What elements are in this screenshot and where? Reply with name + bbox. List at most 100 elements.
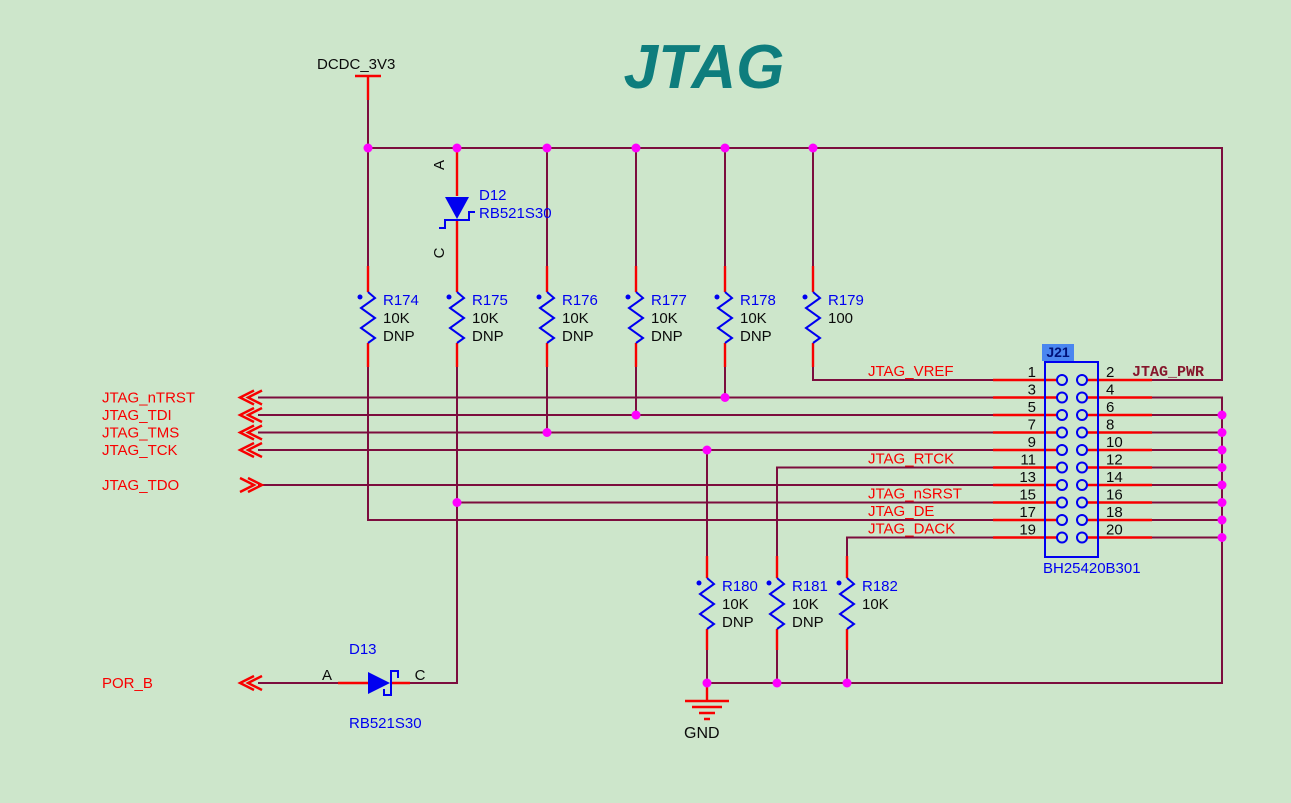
pin-circle[interactable] (1076, 479, 1088, 491)
port-jtag-tdo[interactable]: JTAG_TDO (102, 476, 265, 494)
stub-left-pins[interactable] (993, 378, 1057, 539)
power-port-dcdc-3v3[interactable]: DCDC_3V3 (317, 56, 395, 73)
wire-col-r175-nsrst[interactable] (410, 367, 993, 684)
resistor-ref: R178 (740, 292, 776, 309)
junction-dot (1217, 428, 1227, 437)
wire-col-r179-vref[interactable] (812, 148, 993, 381)
resistor-r182[interactable]: R182 10K (836, 577, 898, 630)
port-label: JTAG_TDO (102, 477, 179, 494)
resistor-r174[interactable]: R174 10K DNP (357, 291, 419, 345)
junction-dot (542, 428, 552, 437)
wire-dack-branch[interactable] (846, 536, 993, 557)
net-label-jtag-dack[interactable]: JTAG_DACK (868, 521, 955, 538)
port-jtag-tdi[interactable]: JTAG_TDI (102, 406, 263, 424)
net-label-jtag-pwr[interactable]: JTAG_PWR (1132, 364, 1204, 381)
stub-right-pins[interactable] (1087, 378, 1152, 539)
resistor-body (538, 291, 556, 344)
resistor-r176[interactable]: R176 10K DNP (536, 291, 598, 345)
pin-circle[interactable] (1056, 531, 1068, 544)
net-label-jtag-rtck[interactable]: JTAG_RTCK (868, 451, 954, 468)
resistor-ref: R179 (828, 292, 864, 309)
pin-circle[interactable] (1056, 479, 1068, 491)
resistor-r180[interactable]: R180 10K DNP (696, 577, 758, 631)
port-jtag-ntrst[interactable]: JTAG_nTRST (102, 389, 263, 407)
stub-power[interactable] (355, 74, 381, 100)
net-label-jtag-nsrst[interactable]: JTAG_nSRST (868, 486, 962, 503)
pin-circle[interactable] (1076, 391, 1088, 404)
wire-even-pin-rows[interactable] (1152, 414, 1222, 539)
connector-ref[interactable]: J21 (1046, 344, 1070, 360)
pin-circle[interactable] (1056, 496, 1068, 509)
junction-dot (808, 143, 818, 153)
wire-rtck-branch[interactable] (776, 466, 993, 557)
stub-resistor-tops[interactable] (366, 266, 815, 292)
gnd-symbol[interactable]: GND (684, 699, 729, 742)
pin-circle[interactable] (1076, 531, 1088, 544)
pin-circle[interactable] (1056, 461, 1068, 474)
pin-circle[interactable] (1056, 514, 1068, 526)
resistor-ref: R177 (651, 292, 687, 309)
resistor-value: 10K (562, 310, 589, 327)
resistor-note: DNP (722, 614, 754, 631)
junction-dot (702, 678, 712, 688)
junction-dot (720, 393, 730, 402)
junction-dot (631, 143, 641, 153)
diode-d12[interactable]: D12 RB521S30 A C (431, 160, 552, 258)
wire-col-r174-de[interactable] (367, 148, 993, 521)
port-jtag-tck[interactable]: JTAG_TCK (102, 441, 263, 459)
pin-circle[interactable] (1076, 444, 1088, 456)
pin-circle[interactable] (1076, 426, 1088, 439)
pin-number: 14 (1106, 469, 1123, 486)
wire-gnd-bus[interactable] (707, 396, 1223, 684)
wire-3v3-bus[interactable] (367, 100, 1223, 381)
pin-circle[interactable] (1076, 409, 1088, 421)
pin-circle[interactable] (1076, 514, 1088, 526)
resistor-r181[interactable]: R181 10K DNP (766, 577, 828, 631)
net-label-jtag-vref[interactable]: JTAG_VREF (868, 363, 954, 380)
chevron-in-icon (237, 424, 263, 441)
connector-pin-circles (1056, 374, 1088, 544)
connector-j21[interactable]: J21 1 2 3 4 5 6 7 8 9 10 11 (1019, 344, 1141, 577)
chevron-out-icon (239, 476, 265, 494)
pin-circle[interactable] (1056, 444, 1068, 456)
resistor-value: 10K (472, 310, 499, 327)
stub-resistor-bottoms[interactable] (366, 343, 815, 367)
resistor-body (698, 577, 716, 630)
cathode-pin-label: C (415, 667, 426, 684)
connector-part-number[interactable]: BH25420B301 (1043, 560, 1141, 577)
pin-circle[interactable] (1056, 426, 1068, 439)
resistor-r179[interactable]: R179 100 (802, 291, 864, 344)
junction-dot (1217, 410, 1227, 420)
resistor-r177[interactable]: R177 10K DNP (625, 291, 687, 345)
anode-pin-label: A (431, 160, 448, 170)
resistor-r175[interactable]: R175 10K DNP (446, 291, 508, 345)
pin-circle[interactable] (1076, 374, 1088, 386)
pin-circle[interactable] (1076, 496, 1088, 509)
pin-number: 13 (1019, 469, 1036, 486)
resistor-ref: R176 (562, 292, 598, 309)
sheet-title[interactable]: JTAG (624, 33, 785, 102)
port-jtag-tms[interactable]: JTAG_TMS (102, 424, 263, 442)
resistor-ref: R180 (722, 578, 758, 595)
resistor-r178[interactable]: R178 10K DNP (714, 291, 776, 345)
diode-d13[interactable]: D13 RB521S30 A C (322, 641, 426, 732)
resistor-value: 100 (828, 310, 853, 327)
junction-dot (720, 143, 730, 153)
port-por-b[interactable]: POR_B (102, 674, 263, 692)
stub-bottom-resistors[interactable] (705, 556, 849, 650)
resistor-ref: R175 (472, 292, 508, 309)
pin1-dot (357, 294, 363, 300)
chevron-in-icon (237, 406, 263, 424)
wire-bottom-res-cols[interactable] (706, 650, 848, 683)
pin-circle[interactable] (1076, 461, 1088, 474)
junction-dot (1217, 515, 1227, 525)
schottky-bar (439, 211, 475, 229)
pin-circle[interactable] (1056, 374, 1068, 386)
resistor-body (716, 291, 734, 344)
pin1-dot (536, 294, 542, 300)
resistor-note: DNP (740, 328, 772, 345)
pin-circle[interactable] (1056, 391, 1068, 404)
net-label-jtag-de[interactable]: JTAG_DE (868, 503, 934, 520)
pin-circle[interactable] (1056, 409, 1068, 421)
